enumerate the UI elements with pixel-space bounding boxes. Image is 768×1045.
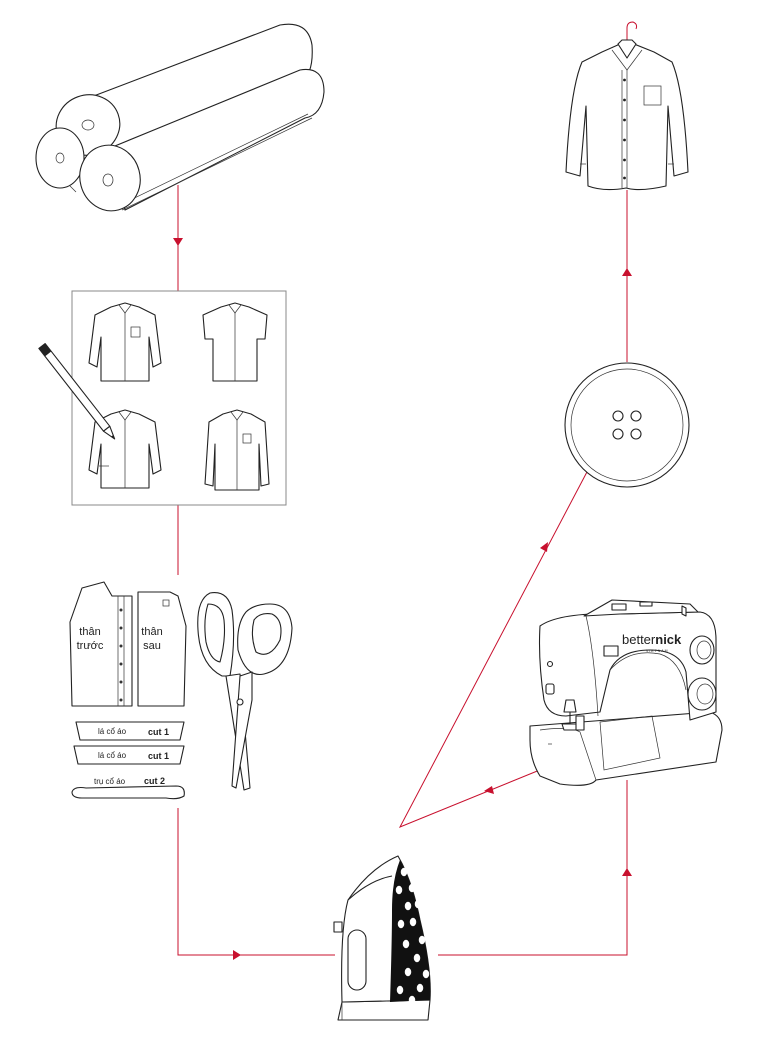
machine-brand-sub: VIETNAM [646,649,669,653]
sketch-shirt-long-sleeve [88,302,162,382]
flow-pattern-to-iron [177,808,335,956]
design-sketch-icon [71,290,287,506]
iron-steam-hole [416,983,424,993]
collar-leaf-2-cut: cut 1 [148,751,169,761]
finished-shirt-icon [565,21,689,191]
arrow-up-1 [622,868,632,876]
iron-steam-hole [397,919,405,929]
shirt-button [623,98,626,102]
collar-leaf-1-cut: cut 1 [148,727,169,737]
iron-steam-hole [414,899,422,909]
iron-steam-hole [418,935,426,945]
iron-steam-hole [402,939,410,949]
sketch-shirt-short-sleeve [202,302,268,382]
pattern-collar-leaf-2 [73,745,185,765]
flow-iron-to-machine [438,780,628,956]
flow-machine-to-button [398,469,589,828]
front-panel-label-1: thân [79,626,100,638]
arrow-left-1 [484,786,494,794]
iron-steam-hole [404,967,412,977]
shirt-button [623,158,626,162]
collar-band-cut: cut 2 [144,776,165,786]
back-panel-label-1: thân [141,626,162,638]
machine-brand-prefix: better [622,632,656,647]
iron-steam-hole [408,995,416,1005]
fabric-rolls-icon [35,23,325,212]
iron-steam-hole [395,885,403,895]
pattern-collar-band [71,785,185,800]
iron-steam-hole [413,953,421,963]
iron-steam-hole [408,883,416,893]
collar-leaf-1-label: lá cổ áo [98,727,127,736]
collar-band-label: trụ cổ áo [94,777,126,786]
shirt-button [623,118,626,122]
sewing-machine-icon: betternick VIETNAM [529,599,723,786]
machine-brand-suffix: nick [655,632,682,647]
pattern-back-panel [137,591,187,707]
back-panel-label-2: sau [143,640,161,652]
iron-steam-hole [396,985,404,995]
scissors-icon [197,592,293,791]
button-icon [564,362,690,488]
pattern-pieces-icon: thân trước thân sau lá cổ áo cut 1 lá cổ… [69,581,187,800]
machine-brand-text: betternick [622,632,682,647]
pattern-front-panel [69,581,133,707]
flow-arrows [173,238,632,960]
front-panel-label-2: trước [77,640,104,652]
arrow-up-3 [540,542,548,552]
shirt-button [623,176,626,180]
iron-steam-hole [400,867,408,877]
iron-icon [333,855,431,1021]
iron-steam-hole [404,901,412,911]
sketch-shirt-plain [204,409,270,491]
iron-steam-hole [409,917,417,927]
collar-leaf-2-label: lá cổ áo [98,751,127,760]
hanger-hook [626,21,638,42]
arrow-up-2 [622,268,632,276]
iron-steam-hole [422,969,430,979]
shirt-button [623,78,626,82]
pattern-collar-leaf-1 [75,721,185,741]
arrow-down-1 [173,238,183,246]
pencil-icon [38,342,116,440]
shirt-button [623,138,626,142]
arrow-right-1 [233,950,241,960]
